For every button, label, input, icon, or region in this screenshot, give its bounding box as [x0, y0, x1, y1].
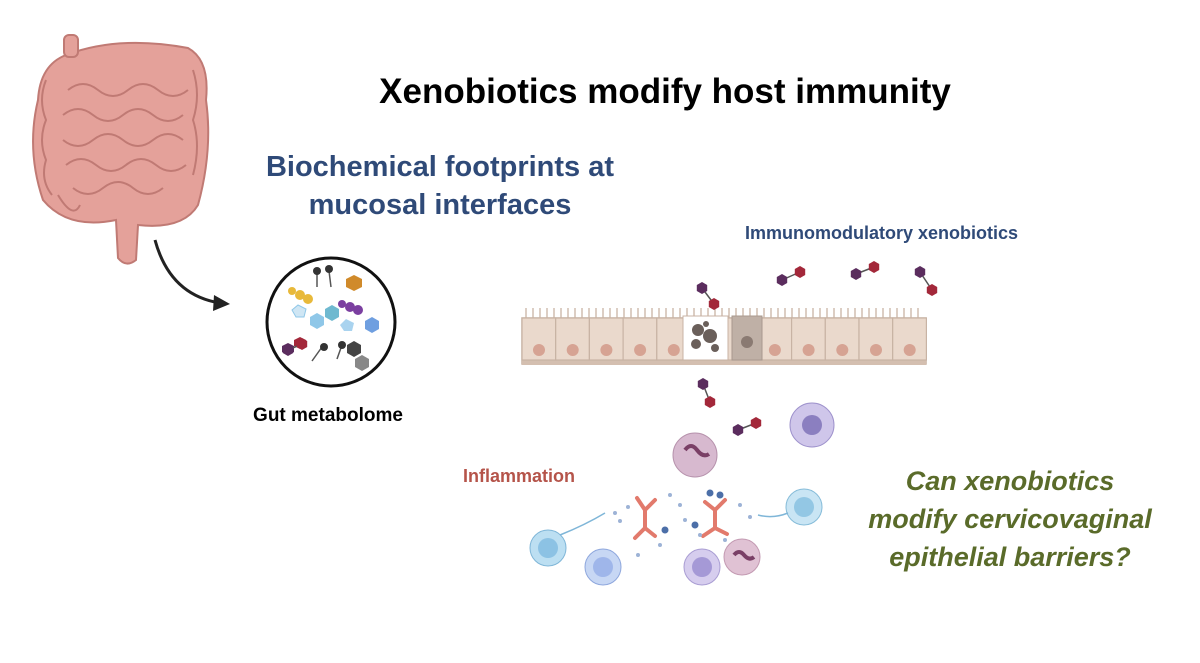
neutrophil-net-icon [633, 496, 729, 540]
subtitle: Biochemical footprints at mucosal interf… [240, 148, 640, 224]
cell-nucleus [768, 344, 781, 356]
cell-nucleus [903, 344, 916, 356]
intestine-icon [32, 34, 210, 265]
xenobiotic-molecule-icon [732, 417, 762, 436]
xenobiotic-molecule-icon [776, 266, 806, 286]
gut-metabolome-label: Gut metabolome [253, 405, 403, 426]
cell-nucleus [634, 344, 647, 356]
cell-nucleus [667, 344, 680, 356]
cell-nucleus [802, 344, 815, 356]
cell-nucleus [533, 344, 545, 356]
question-line-3: epithelial barriers? [889, 542, 1131, 572]
metabolome-circle-icon [265, 256, 397, 388]
immunomodulatory-label: Immunomodulatory xenobiotics [745, 223, 1019, 243]
xenobiotic-molecule-icon [696, 282, 720, 310]
xenobiotic-molecule-icon [850, 261, 880, 280]
epithelium-icon [521, 308, 928, 365]
subtitle-line-2: mucosal interfaces [308, 189, 572, 221]
question-line-2: modify cervicovaginal [868, 504, 1152, 534]
cell-nucleus [870, 344, 882, 356]
xenobiotic-molecule-icon [697, 378, 716, 408]
arrow-icon [153, 239, 230, 311]
page-title: Xenobiotics modify host immunity [379, 72, 951, 111]
xenobiotic-molecule-icon [914, 266, 938, 296]
immune-cell-icon [529, 402, 835, 586]
xenobiotic-molecule-icon [282, 338, 308, 356]
cell-nucleus [600, 344, 613, 356]
question-text: Can xenobiotics modify cervicovaginal ep… [860, 462, 1160, 576]
inflammation-label: Inflammation [463, 466, 576, 486]
cell-nucleus [836, 344, 849, 356]
cell-nucleus [566, 344, 579, 356]
question-line-1: Can xenobiotics [905, 466, 1115, 496]
subtitle-line-1: Biochemical footprints at [265, 151, 615, 183]
